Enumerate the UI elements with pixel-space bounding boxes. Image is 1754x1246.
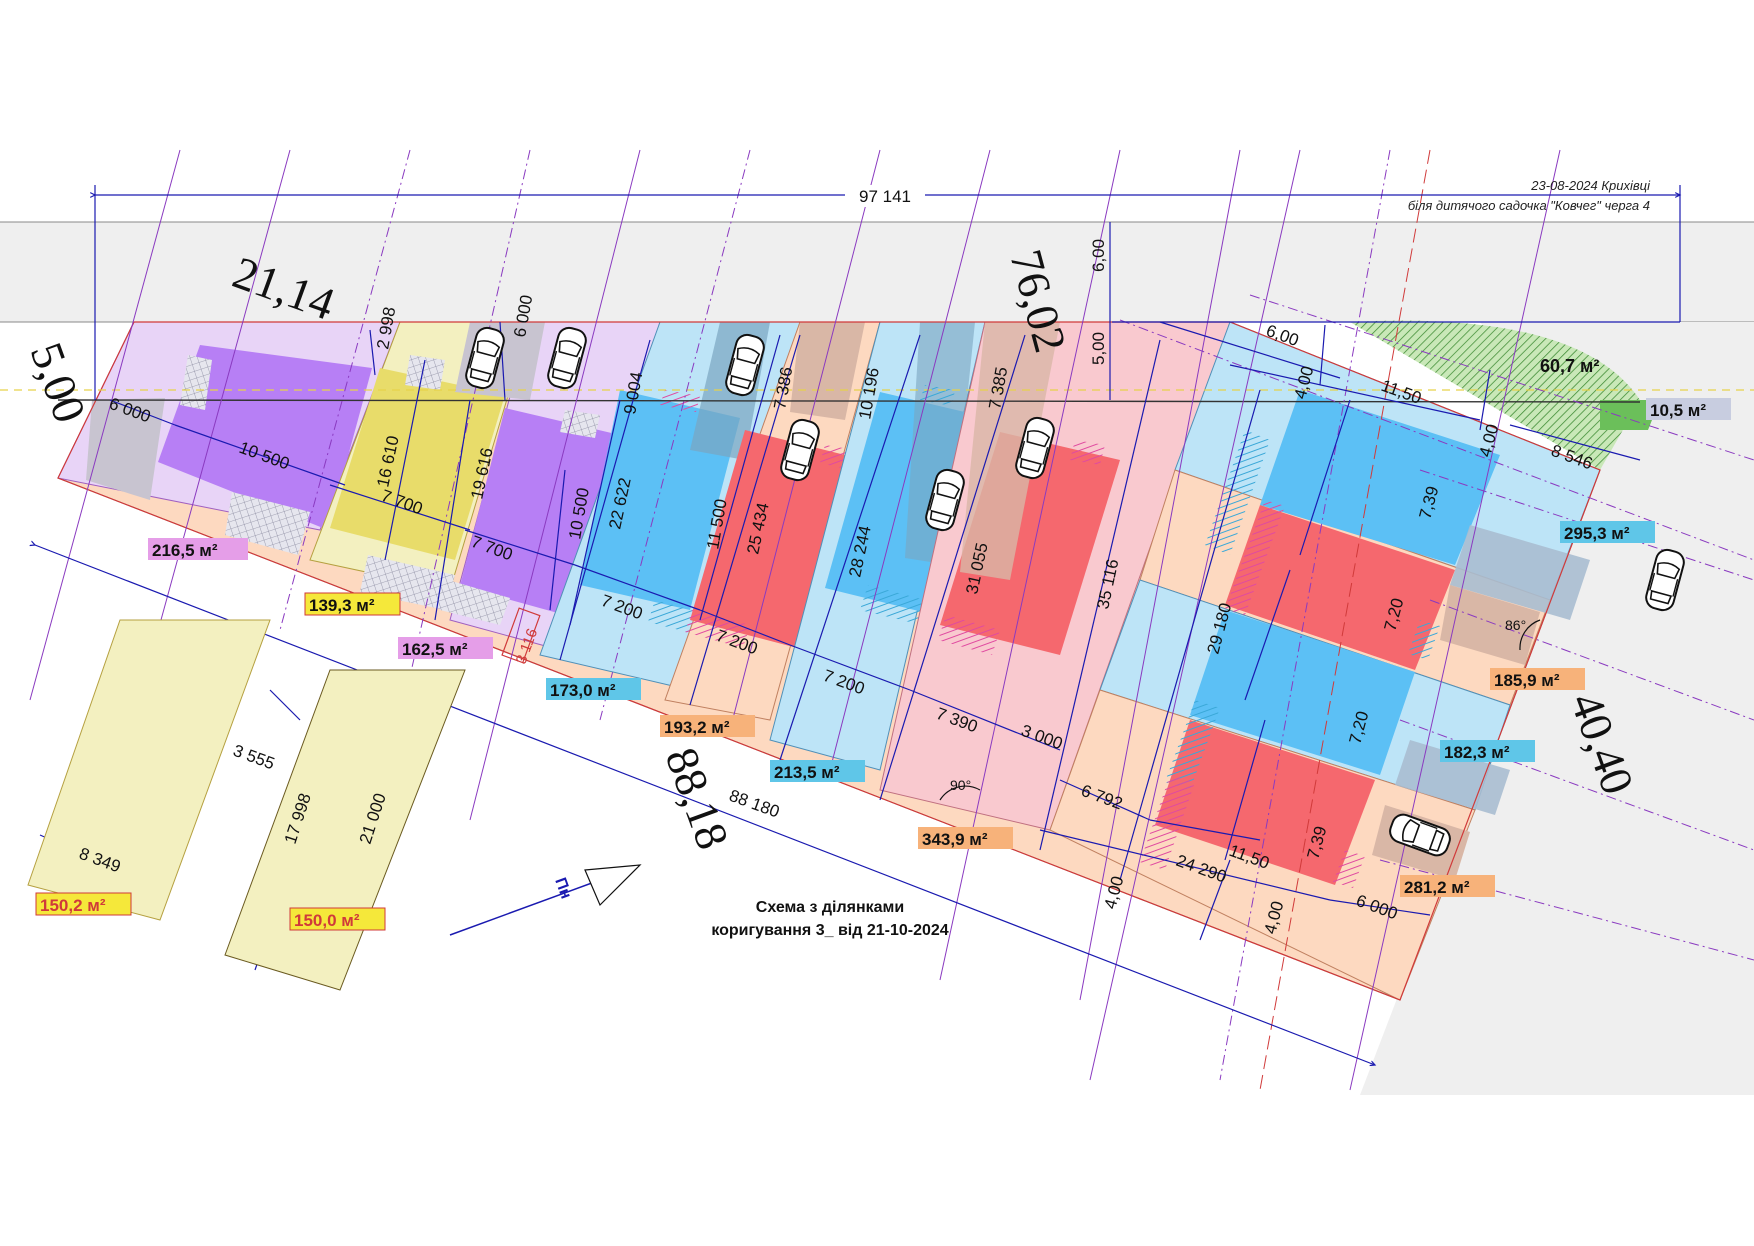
svg-text:281,2 м²: 281,2 м² [1404,878,1470,897]
svg-text:182,3 м²: 182,3 м² [1444,743,1510,762]
house-yellow [330,368,505,560]
dim-road-6: 6,00 [1089,239,1108,272]
area-label: 182,3 м² [1440,740,1535,762]
svg-text:343,9 м²: 343,9 м² [922,830,988,849]
svg-text:150,2 м²: 150,2 м² [40,896,106,915]
area-label: 295,3 м² [1560,521,1655,543]
area-label: 10,5 м² [1646,398,1731,420]
svg-text:216,5 м²: 216,5 м² [152,541,218,560]
svg-text:193,2 м²: 193,2 м² [664,718,730,737]
area-label: 150,2 м² [35,892,132,916]
setback-line [57,399,1641,403]
header-date: 23-08-2024 Крихівці [1530,178,1651,193]
caption-subtitle: коригування 3_ від 21-10-2024 [711,922,948,939]
area-label: 281,2 м² [1400,875,1495,897]
dim-road-5: 5,00 [1089,332,1108,365]
svg-text:173,0 м²: 173,0 м² [550,681,616,700]
north-label: Пн [551,876,574,902]
area-label: 162,5 м² [398,637,493,659]
svg-text:60,7 м²: 60,7 м² [1540,356,1599,376]
svg-text:162,5 м²: 162,5 м² [402,640,468,659]
house-purple-1 [158,345,372,530]
svg-text:295,3 м²: 295,3 м² [1564,524,1630,543]
area-label: 216,5 м² [148,538,248,560]
road-right [1360,322,1754,1095]
svg-text:139,3 м²: 139,3 м² [309,596,375,615]
header-location: біля дитячого садочка "Ковчег" черга 4 [1408,198,1650,213]
angle-90: 90° [950,777,971,793]
road-top [0,222,1754,322]
caption-title: Схема з ділянками [756,899,904,916]
area-label: 139,3 м² [304,592,401,616]
house-blue-3 [1260,390,1500,565]
area-label: 193,2 м² [660,715,755,737]
svg-text:213,5 м²: 213,5 м² [774,763,840,782]
area-label: 343,9 м² [918,827,1013,849]
dim-3555: 3 555 [231,741,277,773]
area-label: 185,9 м² [1490,668,1585,690]
area-label: 150,0 м² [289,907,386,931]
lot-150-0 [224,669,466,991]
boundary-left: 5,00 [21,336,96,429]
area-label: 60,7 м² [1540,356,1599,376]
area-labels: 216,5 м² 139,3 м² 162,5 м² 173,0 м² 193,… [35,356,1731,931]
svg-text:10,5 м²: 10,5 м² [1650,401,1706,420]
north-arrow-icon [449,864,642,936]
svg-text:150,0 м²: 150,0 м² [294,911,360,930]
boundary-bottom: 88,18 [656,741,739,856]
angle-86: 86° [1505,617,1526,633]
lot-150-2 [27,619,271,921]
svg-text:185,9 м²: 185,9 м² [1494,671,1560,690]
area-label: 213,5 м² [770,760,865,782]
area-label: 173,0 м² [546,678,641,700]
dim-overall: 97 141 [859,187,911,206]
